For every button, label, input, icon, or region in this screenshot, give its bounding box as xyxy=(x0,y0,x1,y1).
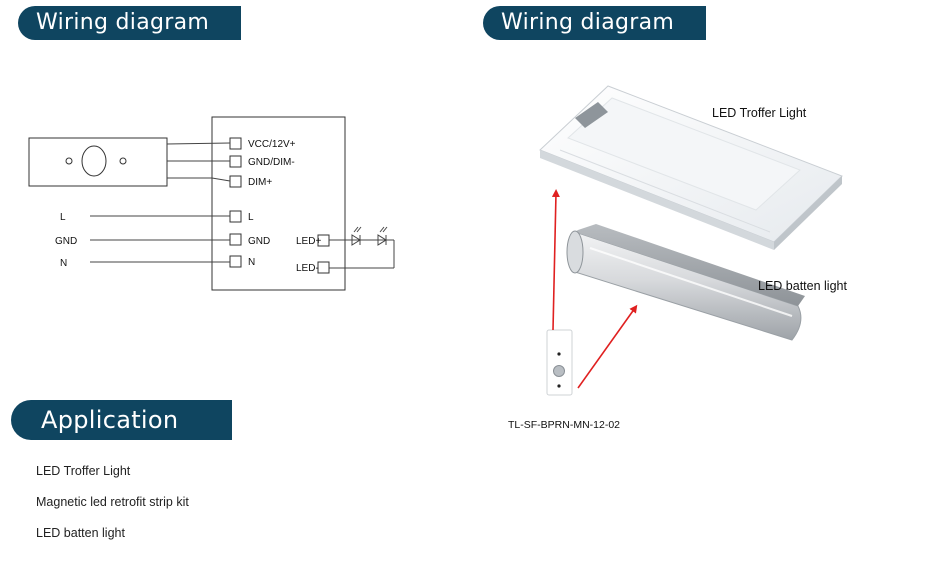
label-l-terminal: L xyxy=(248,212,254,223)
label-gnd-dim: GND/DIM- xyxy=(248,157,295,168)
sensor-screw-left xyxy=(65,157,73,165)
troffer-light-image xyxy=(539,85,843,250)
application-item: LED batten light xyxy=(36,526,125,540)
troffer-label: LED Troffer Light xyxy=(712,106,807,120)
label-n-input: N xyxy=(60,258,67,269)
terminal-led-minus xyxy=(317,261,330,274)
connection-arrows xyxy=(551,189,638,389)
wiring-diagram-title-left: Wiring diagram xyxy=(18,6,241,40)
terminal-vcc xyxy=(229,137,242,150)
arrow-to-batten xyxy=(577,304,638,389)
application-list: LED Troffer Light Magnetic led retrofit … xyxy=(36,462,189,555)
led-diode-1 xyxy=(351,234,361,246)
terminal-n xyxy=(229,255,242,268)
application-title: Application xyxy=(11,400,232,440)
label-l-input: L xyxy=(60,212,66,223)
arrow-to-troffer xyxy=(551,189,560,331)
label-vcc: VCC/12V+ xyxy=(248,139,296,150)
led-diode-2 xyxy=(377,234,387,246)
terminal-gnd xyxy=(229,233,242,246)
sensor-lens xyxy=(81,145,107,177)
batten-light-image xyxy=(566,224,805,341)
sensor-model-label: TL-SF-BPRN-MN-12-02 xyxy=(508,419,620,431)
label-gnd-input: GND xyxy=(55,236,77,247)
label-led-minus: LED- xyxy=(296,263,319,274)
wiring-diagram-title-right: Wiring diagram xyxy=(483,6,706,40)
application-item: LED Troffer Light xyxy=(36,464,131,478)
sensor-device-image xyxy=(546,329,573,396)
sensor-screw-right xyxy=(119,157,127,165)
batten-label: LED batten light xyxy=(758,279,847,293)
label-n-terminal: N xyxy=(248,257,255,268)
application-item: Magnetic led retrofit strip kit xyxy=(36,495,189,509)
sensor-device-lens xyxy=(553,365,565,377)
terminal-dim xyxy=(229,175,242,188)
label-led-plus: LED+ xyxy=(296,236,321,247)
label-dim: DIM+ xyxy=(248,177,272,188)
terminal-l xyxy=(229,210,242,223)
label-gnd-terminal: GND xyxy=(248,236,270,247)
wires xyxy=(90,142,395,269)
terminal-gnd-dim xyxy=(229,155,242,168)
led-diodes xyxy=(351,226,388,246)
sensor-module xyxy=(28,137,168,187)
